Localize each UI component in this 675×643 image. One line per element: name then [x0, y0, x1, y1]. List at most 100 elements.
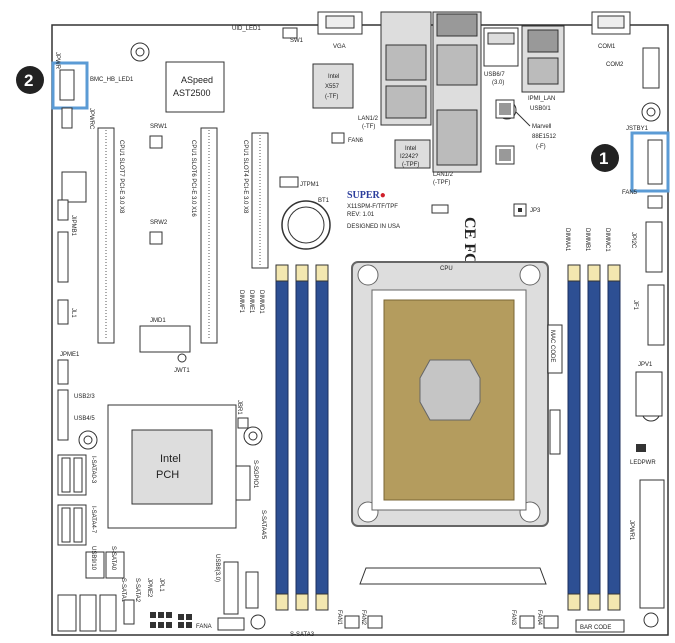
callout-2-badge: [16, 66, 44, 94]
dimm-slots-left: DIMMF1 DIMME1 DIMMD1: [238, 264, 329, 611]
jpv1-label: JPV1: [638, 362, 653, 368]
fan5-label: FAN5: [622, 190, 638, 196]
bt1-label: BT1: [318, 198, 330, 204]
dimm-b1-label: DIMMB1: [584, 228, 590, 252]
isata47-label: I-SATA4-7: [90, 506, 96, 534]
com2-header: COM2: [606, 47, 660, 89]
jpwrc-label: JPWRC: [88, 108, 94, 130]
pch-line1: Intel: [160, 453, 181, 465]
intel-tpf-chip: Intel I2242? (-TPF): [394, 139, 431, 169]
bmc-hb-led-label: BMC_HB_LED1: [90, 77, 134, 83]
ipmi-lan-port: IPMI_LAN USB0/1: [521, 25, 565, 112]
brand-text: SUPER●: [347, 190, 386, 201]
uid-switch: [282, 27, 298, 39]
cpu-label: CPU: [440, 266, 453, 272]
usb8-label: USB8(3.0): [214, 554, 220, 582]
bmc-line2: AST2500: [173, 88, 211, 98]
board-model: X11SPM-F/TF/TPF: [347, 204, 398, 210]
ipmi-lan-label: IPMI_LAN: [528, 96, 555, 102]
jbr1-label: JBR1: [236, 400, 242, 415]
board-designed: DESIGNED IN USA: [347, 224, 400, 230]
fan1-label: FAN1: [336, 610, 342, 626]
intel-x557-chip: Intel X557 (-TF): [312, 63, 354, 109]
vga-port: VGA: [317, 11, 363, 50]
ssgpio-label: S-SGPIO1: [252, 460, 258, 489]
lan-stack-tpf: LAN1/2 (-TPF): [432, 11, 482, 186]
usb67-label: USB6/7: [484, 72, 505, 78]
isata-0-3: I-SATA0-3: [57, 454, 96, 496]
usb67-sub: (3.0): [492, 80, 504, 86]
com1-port: COM1: [591, 11, 631, 50]
srw1-label: SRW1: [150, 124, 168, 130]
fan6-label: FAN6: [348, 138, 364, 144]
pcie-slot-7: CPU1 SLOT7 PCI-E 3.0 X8: [97, 127, 124, 344]
marvell-line3: (-F): [536, 144, 546, 150]
callout-1-highlight: [630, 131, 670, 193]
jpwr-header-top-left: [59, 69, 75, 101]
marvell-line2: 88E1512: [532, 134, 557, 140]
ledpwr-label: LEDPWR: [630, 460, 656, 466]
dimm-slots-right: DIMMA1 DIMMB1 DIMMC1: [564, 228, 621, 611]
board-revision: REV: 1.01: [347, 212, 375, 218]
dimm-e1-label: DIMME1: [248, 290, 254, 314]
dimm-d1-label: DIMMD1: [258, 290, 264, 314]
jpl1-label: JPL1: [158, 578, 164, 592]
bar-code-label: BAR CODE: [580, 625, 611, 631]
pch-area: Intel PCH: [107, 404, 237, 529]
uid-led-label: UID_LED1: [232, 26, 261, 32]
jstby-label: JSTBY1: [626, 126, 649, 132]
dimm-a1-label: DIMMA1: [564, 228, 570, 252]
fan3-label: FAN3: [510, 610, 516, 626]
fan4-label: FAN4: [536, 610, 542, 626]
callout-2-number: 2: [24, 71, 33, 90]
battery-bt1: BT1: [281, 198, 331, 250]
jwt1-label: JWT1: [174, 368, 190, 374]
marvell-line1: Marvell: [532, 124, 551, 130]
lan12-tf-sub: (-TF): [362, 124, 375, 130]
jf1-label: JF1: [632, 300, 638, 311]
ssata1-label: S-SATA1: [120, 578, 126, 603]
usb01-label: USB0/1: [530, 106, 551, 112]
lan-stack-tf: LAN1/2 (-TF): [358, 11, 432, 130]
isata03-label: I-SATA0-3: [90, 456, 96, 484]
jl1-label: JL1: [70, 308, 76, 318]
fan2-label: FAN2: [360, 610, 366, 626]
fana-label: FANA: [196, 624, 212, 630]
ssata45-label: S-SATA4/5: [260, 510, 266, 540]
callout-1-badge: [591, 144, 619, 172]
com2-label: COM2: [606, 62, 624, 68]
slot-7-label: CPU1 SLOT7 PCI-E 3.0 X8: [118, 140, 124, 214]
svg-text:CE FC: CE FC: [461, 217, 478, 265]
ce-fc-marks: CE FC: [461, 217, 478, 265]
jtpm-label: JTPM1: [300, 182, 320, 188]
dimm-c1-label: DIMMC1: [604, 228, 610, 252]
lan12-tf-label: LAN1/2: [358, 116, 379, 122]
x557-line1: Intel: [328, 74, 339, 80]
jpi2c-label: JPI2C: [630, 232, 636, 249]
ssata3-label: S-SATA3: [290, 632, 315, 638]
ssata2-label: S-SATA2: [134, 578, 140, 603]
vga-label: VGA: [333, 44, 346, 50]
jpwr1-label: JPWR1: [628, 520, 634, 541]
mac-code-label: MAC CODE: [549, 330, 555, 362]
tpf-line3: (-TPF): [402, 162, 419, 168]
aspeed-bmc-chip: ASpeed AST2500: [165, 61, 225, 113]
usb23-label: USB2/3: [74, 394, 95, 400]
usb45-label: USB4/5: [74, 416, 95, 422]
uid-sw-label: SW1: [290, 38, 304, 44]
srw2-label: SRW2: [150, 220, 168, 226]
jpwr-tl-label: JPWR: [54, 52, 60, 70]
isata-4-7: I-SATA4-7: [57, 504, 96, 546]
pcie-slot-6: CPU1 SLOT6 PCI-E 3.0 X16: [190, 127, 218, 344]
dimm-f1-label: DIMMF1: [238, 290, 244, 314]
tpf-line1: Intel: [405, 146, 416, 152]
usb910-label: USB9/10: [90, 546, 96, 571]
x557-line3: (-TF): [325, 94, 338, 100]
jipmb-label: JIPMB1: [70, 215, 76, 237]
jmd1-label: JMD1: [150, 318, 166, 324]
bmc-line1: ASpeed: [181, 75, 213, 85]
cpu-socket: CPU: [351, 261, 549, 527]
com1-label: COM1: [598, 44, 616, 50]
pch-line2: PCH: [156, 469, 179, 481]
